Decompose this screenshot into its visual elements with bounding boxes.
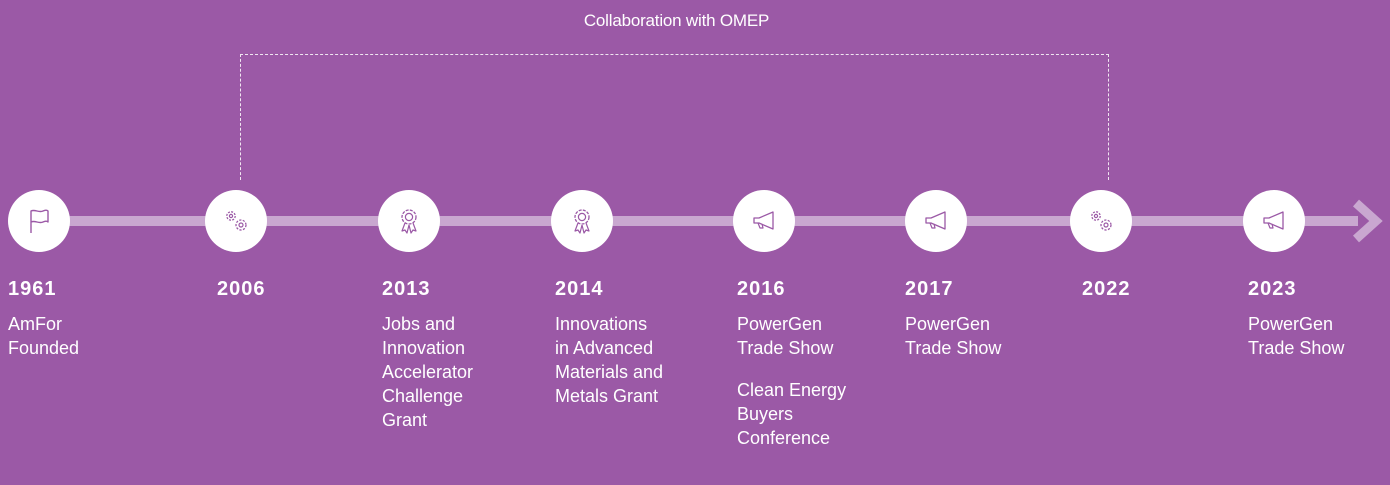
milestone-year: 2023 xyxy=(1248,278,1297,300)
timeline-axis xyxy=(18,216,1358,226)
gears-icon xyxy=(221,206,251,236)
milestone-node xyxy=(551,190,613,252)
milestone-year: 2013 xyxy=(382,278,431,300)
milestone-node xyxy=(1070,190,1132,252)
milestone-node xyxy=(378,190,440,252)
milestone-year: 2017 xyxy=(905,278,954,300)
megaphone-icon xyxy=(1259,206,1289,236)
megaphone-icon xyxy=(921,206,951,236)
gears-icon xyxy=(1086,206,1116,236)
megaphone-icon xyxy=(749,206,779,236)
milestone-node xyxy=(733,190,795,252)
collaboration-label: Collaboration with OMEP xyxy=(583,11,770,30)
milestone-node xyxy=(8,190,70,252)
milestone-year: 2016 xyxy=(737,278,786,300)
timeline-arrow-icon xyxy=(1352,199,1383,243)
award-icon xyxy=(567,206,597,236)
milestone-year: 2022 xyxy=(1082,278,1131,300)
award-icon xyxy=(394,206,424,236)
milestone-year: 2014 xyxy=(555,278,604,300)
milestone-year: 2006 xyxy=(217,278,266,300)
milestone-node xyxy=(1243,190,1305,252)
milestone-year: 1961 xyxy=(8,278,57,300)
milestone-node xyxy=(205,190,267,252)
collaboration-bracket xyxy=(240,54,1109,180)
milestone-node xyxy=(905,190,967,252)
flag-icon xyxy=(24,206,54,236)
